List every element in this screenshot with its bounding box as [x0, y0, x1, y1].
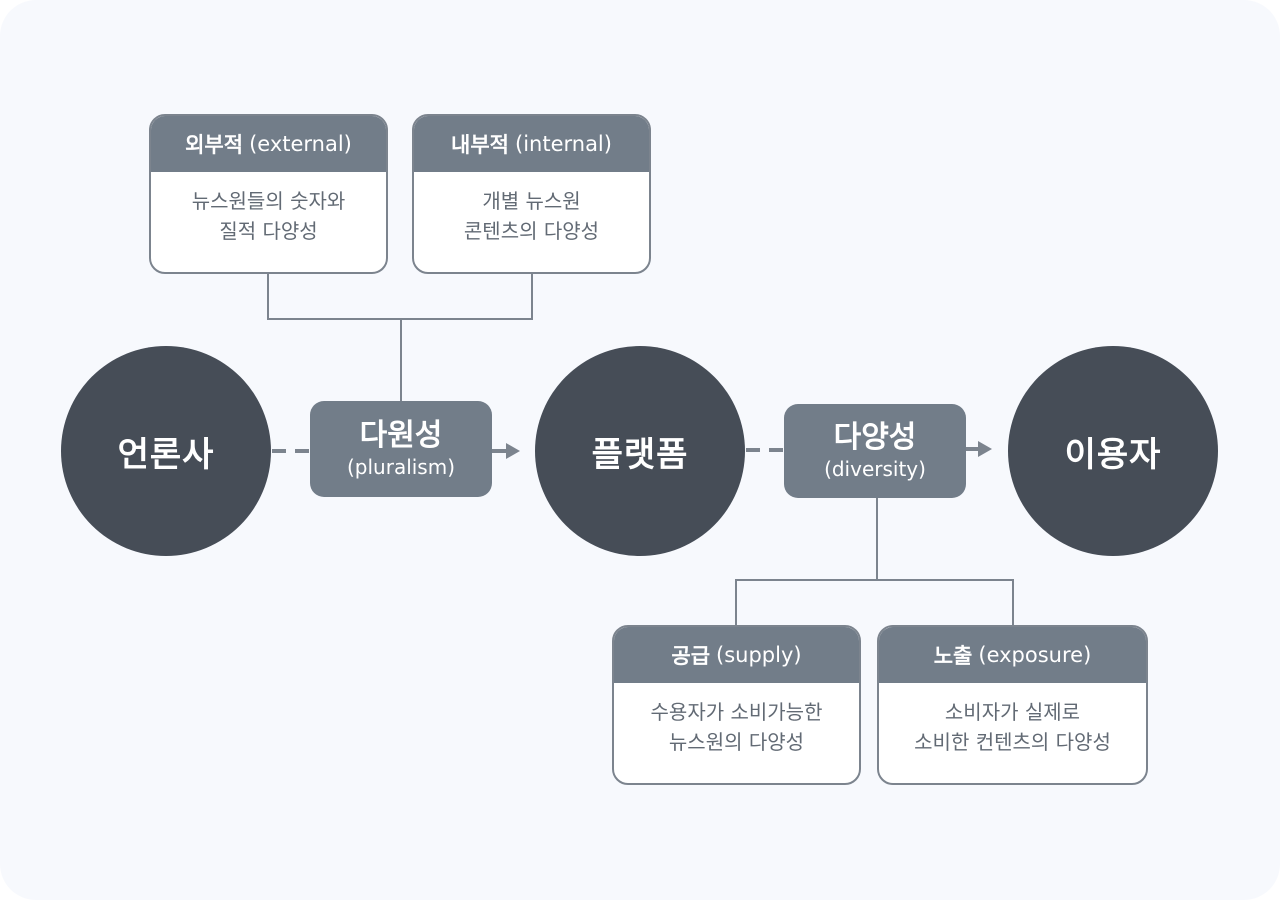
node-press: 언론사 — [61, 346, 271, 556]
connector-pluralism: 다원성 (pluralism) — [310, 401, 492, 497]
node-platform-label: 플랫폼 — [591, 434, 689, 475]
node-user: 이용자 — [1008, 346, 1218, 556]
branch-line-top — [267, 272, 533, 402]
card-exposure: 노출 (exposure) 소비자가 실제로 소비한 컨텐츠의 다양성 — [877, 625, 1148, 785]
diversity-label: 다양성 — [833, 420, 917, 455]
card-supply: 공급 (supply) 수용자가 소비가능한 뉴스원의 다양성 — [612, 625, 861, 785]
card-exposure-title: 노출 — [933, 644, 973, 668]
branch-line-bottom — [735, 497, 1014, 626]
connector-diversity: 다양성 (diversity) — [784, 404, 966, 498]
card-external-body: 뉴스원들의 숫자와 질적 다양성 — [151, 172, 386, 246]
pluralism-label: 다원성 — [359, 418, 443, 453]
card-internal-line: 개별 뉴스원 — [482, 189, 581, 213]
card-exposure-header: 노출 (exposure) — [879, 627, 1146, 683]
card-supply-line: 뉴스원의 다양성 — [668, 730, 805, 754]
card-external-title: 외부적 — [185, 133, 244, 157]
card-internal-body: 개별 뉴스원 콘텐츠의 다양성 — [414, 172, 649, 246]
node-user-label: 이용자 — [1064, 434, 1162, 475]
card-supply-body: 수용자가 소비가능한 뉴스원의 다양성 — [614, 683, 859, 757]
diversity-sublabel: (diversity) — [824, 457, 926, 481]
arrow-head-diversity — [978, 441, 992, 457]
card-external-line: 질적 다양성 — [219, 219, 318, 243]
pluralism-sublabel: (pluralism) — [346, 455, 456, 479]
card-internal-title: 내부적 — [451, 133, 509, 157]
card-exposure-line: 소비한 컨텐츠의 다양성 — [914, 730, 1111, 754]
card-internal-header: 내부적 (internal) — [414, 116, 649, 172]
node-platform: 플랫폼 — [535, 346, 745, 556]
card-supply-line: 수용자가 소비가능한 — [650, 700, 823, 724]
card-exposure-body: 소비자가 실제로 소비한 컨텐츠의 다양성 — [879, 683, 1146, 757]
card-internal: 내부적 (internal) 개별 뉴스원 콘텐츠의 다양성 — [412, 114, 651, 274]
node-press-label: 언론사 — [117, 434, 215, 475]
card-internal-line: 콘텐츠의 다양성 — [463, 219, 600, 243]
card-external: 외부적 (external) 뉴스원들의 숫자와 질적 다양성 — [149, 114, 388, 274]
card-external-header: 외부적 (external) — [151, 116, 386, 172]
card-exposure-title-en: (exposure) — [978, 643, 1092, 667]
card-supply-title: 공급 — [671, 644, 711, 668]
card-supply-title-en: (supply) — [716, 643, 802, 667]
card-exposure-line: 소비자가 실제로 — [944, 700, 1081, 724]
card-internal-title-en: (internal) — [515, 132, 612, 156]
card-external-title-en: (external) — [249, 132, 352, 156]
arrow-head-pluralism — [506, 443, 520, 459]
card-external-line: 뉴스원들의 숫자와 — [191, 189, 346, 213]
card-supply-header: 공급 (supply) — [614, 627, 859, 683]
